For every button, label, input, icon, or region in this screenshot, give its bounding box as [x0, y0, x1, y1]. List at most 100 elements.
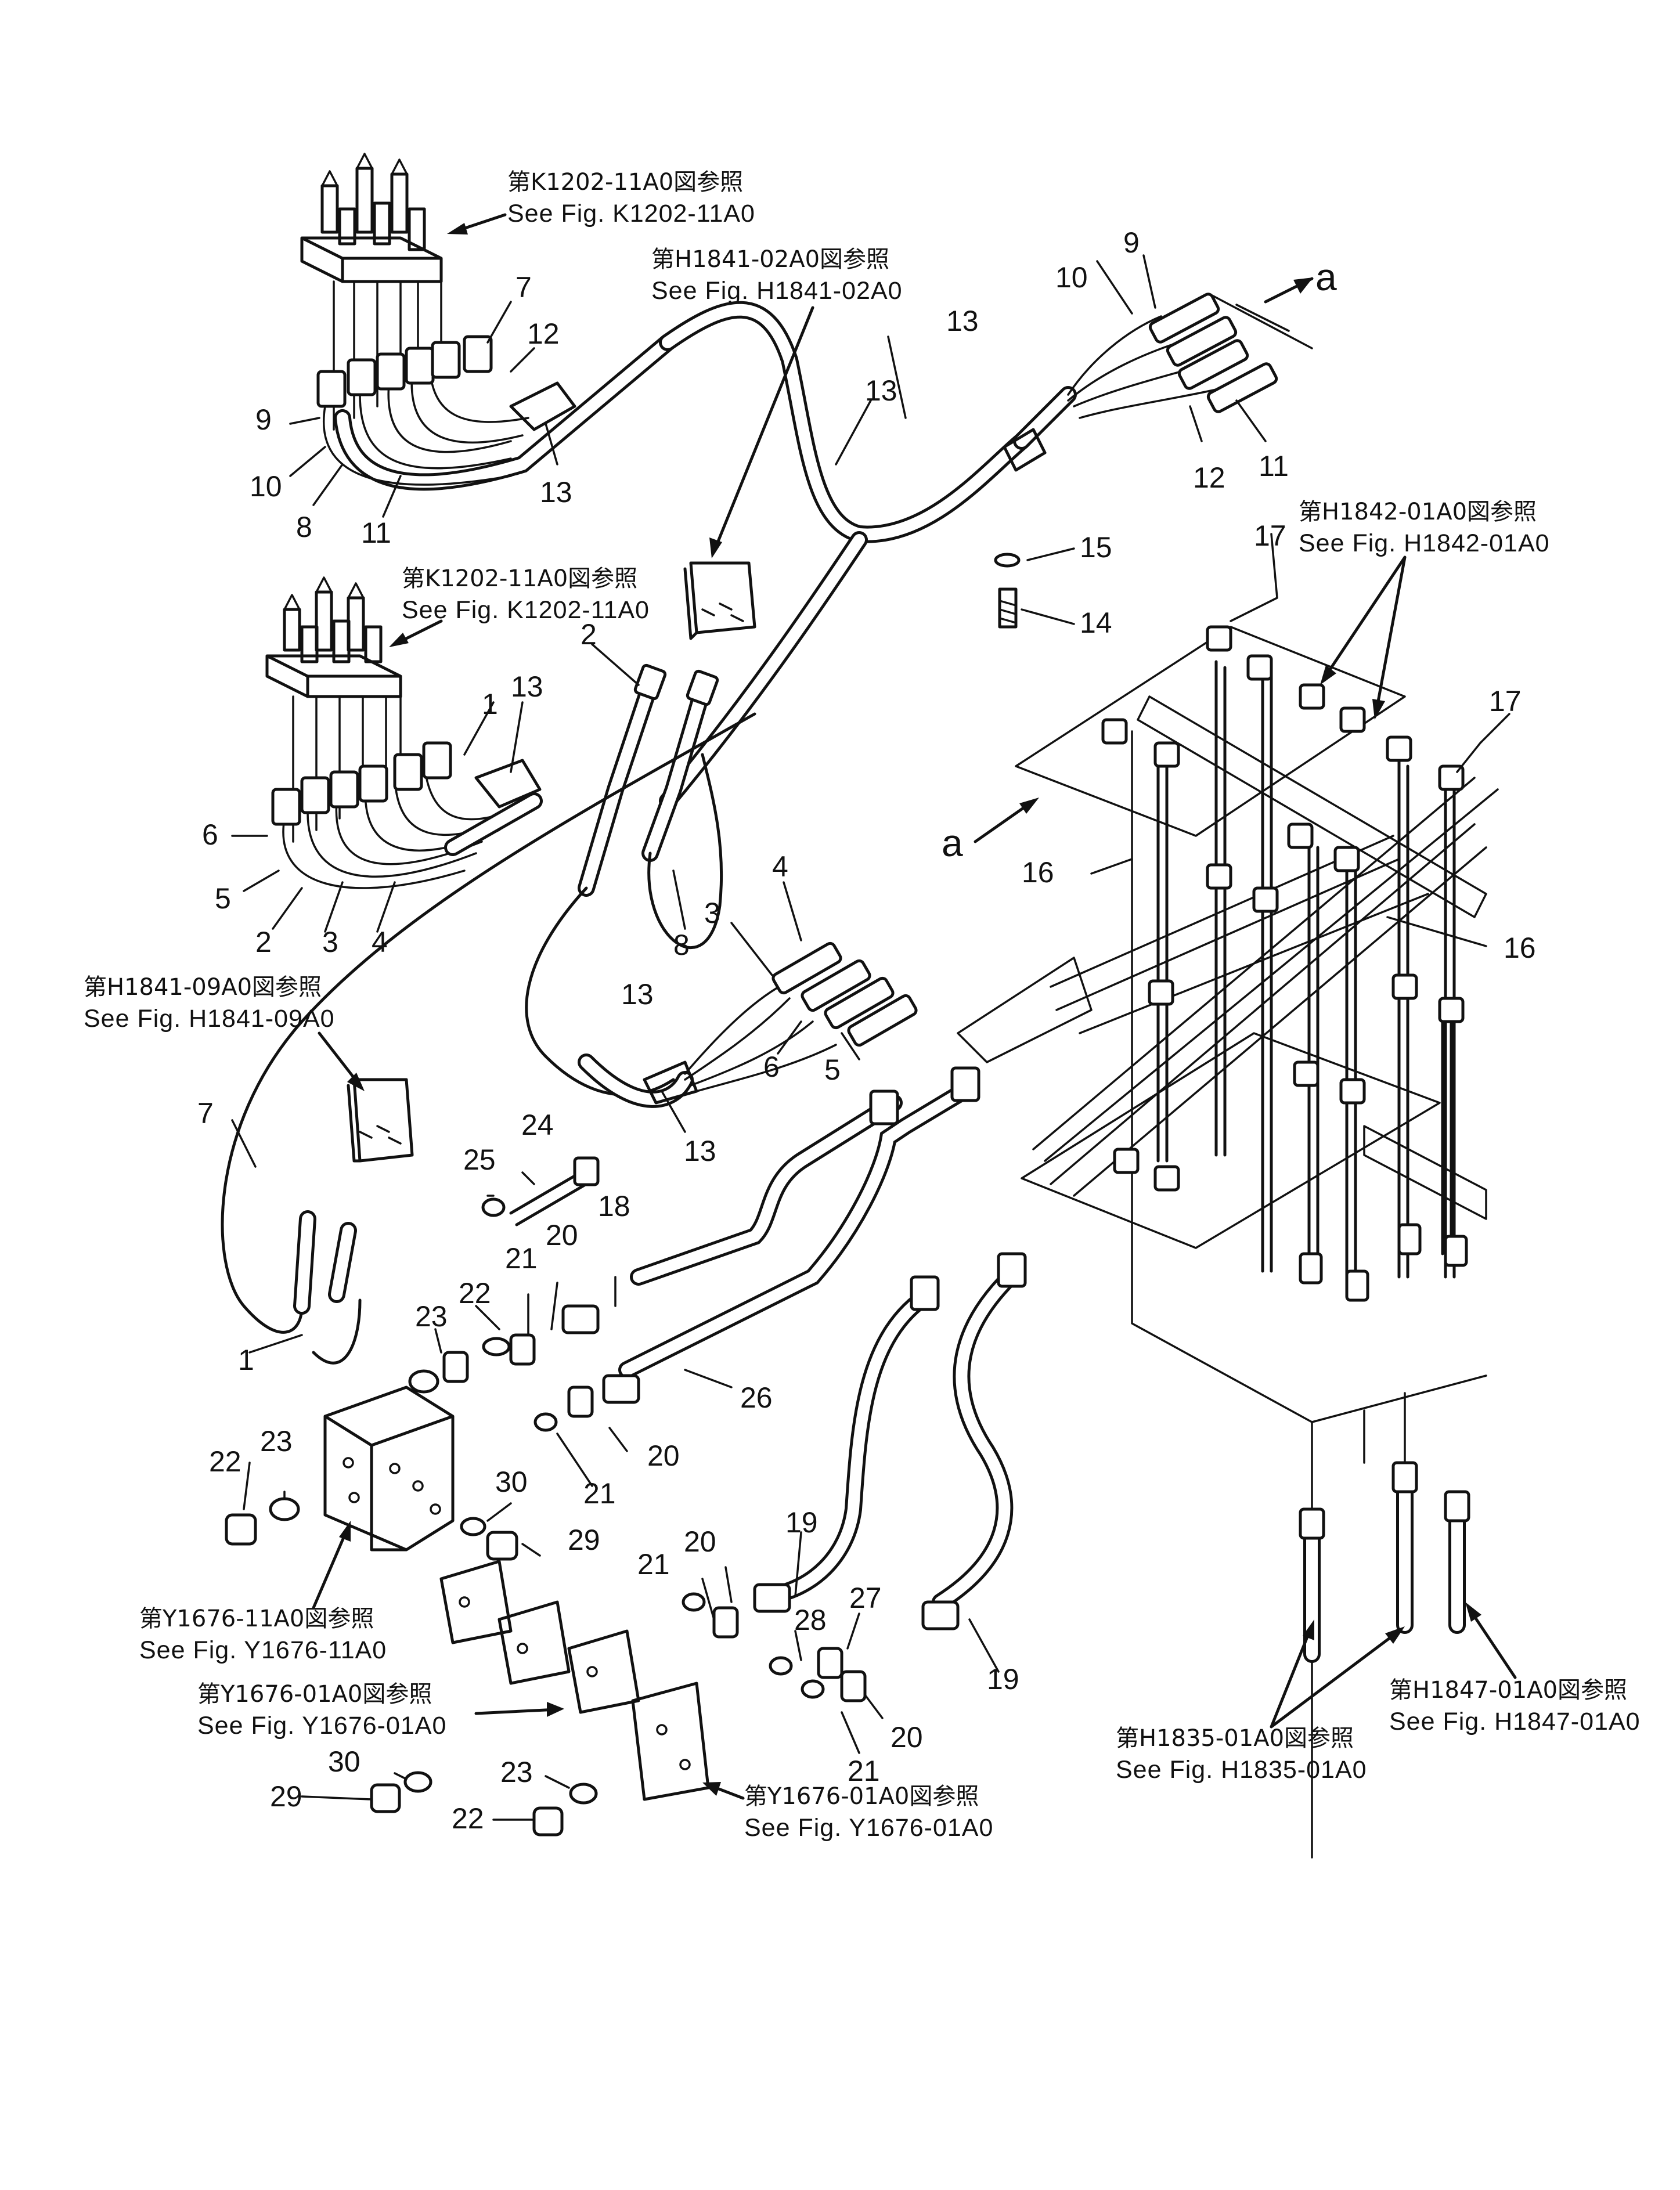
part-21-lower: 21 — [637, 1548, 670, 1581]
hoses-18-19-26 — [561, 1066, 1027, 1630]
part-29-lower: 29 — [270, 1780, 302, 1813]
part-21-mid: 21 — [583, 1477, 616, 1510]
part-14: 14 — [1080, 607, 1112, 639]
ref-en-k1202-lower: See Fig. K1202-11A0 — [402, 596, 650, 624]
part-7-lower: 7 — [197, 1097, 214, 1130]
part-20-lower: 20 — [684, 1525, 716, 1558]
part-23-lower: 23 — [500, 1756, 533, 1788]
part-20-mid: 20 — [647, 1439, 680, 1472]
part-12-upper: 12 — [527, 318, 560, 350]
ref-jp-h1835-01: 第H1835-01A0図参照 — [1116, 1725, 1354, 1752]
part-8-upper: 8 — [296, 511, 312, 543]
y1676-01-manifolds — [370, 1560, 867, 1837]
part-4-left: 4 — [372, 926, 388, 958]
part-17-right: 17 — [1489, 685, 1522, 717]
part-9-upper-right: 9 — [1123, 226, 1140, 259]
part-2-left: 2 — [255, 926, 272, 958]
part-13-lower-center-clamp: 13 — [684, 1135, 716, 1167]
ref-en-h1841-09: See Fig. H1841-09A0 — [84, 1005, 335, 1033]
part-23-upper: 23 — [415, 1300, 448, 1333]
ref-jp-h1847-01: 第H1847-01A0図参照 — [1389, 1677, 1627, 1704]
part-13-upper-right: 13 — [946, 305, 979, 337]
part-24: 24 — [521, 1109, 554, 1141]
lower-pilot-valve — [265, 576, 402, 843]
part-25: 25 — [463, 1143, 496, 1176]
part-2-mid: 2 — [581, 618, 597, 651]
part-13-mid-clamp: 13 — [865, 374, 897, 407]
ref-en-h1842-01: See Fig. H1842-01A0 — [1299, 529, 1550, 557]
small-fittings — [225, 1156, 600, 1561]
ref-en-h1841-02: See Fig. H1841-02A0 — [651, 277, 903, 305]
h1841-02-valve — [683, 561, 756, 640]
part-29-upper: 29 — [568, 1524, 600, 1556]
part-18: 18 — [598, 1190, 630, 1222]
part-16-right: 16 — [1504, 932, 1536, 964]
right-pipe-frame — [957, 625, 1499, 1859]
part-30-lower: 30 — [328, 1745, 360, 1778]
part-5-left: 5 — [215, 882, 231, 915]
part-16-left: 16 — [1022, 856, 1054, 889]
ref-jp-h1841-02: 第H1841-02A0図参照 — [651, 246, 889, 273]
ref-en-h1835-01: See Fig. H1835-01A0 — [1116, 1756, 1367, 1784]
part-10-upper-right: 10 — [1055, 261, 1088, 294]
part-27: 27 — [849, 1582, 882, 1614]
part-17-left: 17 — [1254, 519, 1286, 552]
upper-pilot-valve — [300, 153, 443, 431]
part-13-center-clamp: 13 — [621, 978, 654, 1011]
part-22-upper: 22 — [459, 1277, 491, 1309]
reference-callouts: 第K1202-11A0図参照 See Fig. K1202-11A0 第H184… — [84, 169, 1641, 1842]
ref-jp-y1676-01-b: 第Y1676-01A0図参照 — [744, 1783, 979, 1810]
hoses-2-and-8 — [525, 663, 723, 1096]
part-3-left: 3 — [322, 926, 338, 958]
ref-jp-k1202-upper: 第K1202-11A0図参照 — [507, 169, 743, 196]
part-19-left: 19 — [785, 1506, 818, 1539]
ref-en-k1202-upper: See Fig. K1202-11A0 — [507, 200, 755, 228]
part-11-upper-right: 11 — [1259, 450, 1289, 482]
part-28: 28 — [794, 1604, 827, 1636]
part-20-bottom: 20 — [891, 1721, 923, 1754]
ref-jp-y1676-01-a: 第Y1676-01A0図参照 — [197, 1681, 432, 1708]
part-7-upper: 7 — [515, 271, 532, 304]
part-22-left: 22 — [209, 1445, 241, 1478]
part-6-left: 6 — [202, 818, 218, 851]
part-15: 15 — [1080, 531, 1112, 564]
part-8-mid: 8 — [673, 929, 690, 961]
part-6-center: 6 — [763, 1051, 780, 1083]
h1841-09-valve — [347, 1078, 414, 1163]
part-30-upper: 30 — [495, 1466, 528, 1498]
part-22-lower: 22 — [452, 1802, 484, 1835]
part-12-upper-right: 12 — [1193, 461, 1225, 494]
upper-hose-bundle — [316, 334, 676, 491]
part-21-bottom: 21 — [848, 1755, 880, 1787]
ref-jp-h1841-09: 第H1841-09A0図参照 — [84, 974, 322, 1001]
upper-right-fittings — [994, 277, 1314, 629]
ref-jp-h1842-01: 第H1842-01A0図参照 — [1299, 499, 1537, 525]
part-21-upper: 21 — [505, 1242, 538, 1275]
y1676-11-manifold — [323, 1386, 455, 1552]
part-13-lower-clamp: 13 — [511, 670, 543, 703]
part-9-upper: 9 — [255, 403, 272, 436]
ref-en-h1847-01: See Fig. H1847-01A0 — [1389, 1708, 1641, 1736]
lower-right-hoses — [1299, 1392, 1470, 1663]
part-1-bottom: 1 — [238, 1344, 254, 1376]
part-26: 26 — [740, 1381, 773, 1414]
central-fittings — [578, 941, 918, 1108]
part-11-upper: 11 — [361, 517, 391, 549]
ref-jp-y1676-11: 第Y1676-11A0図参照 — [139, 1605, 374, 1632]
ref-en-y1676-11: See Fig. Y1676-11A0 — [139, 1636, 387, 1664]
part-13-upper-clamp: 13 — [540, 476, 572, 508]
part-23-left: 23 — [260, 1425, 293, 1457]
ref-en-y1676-01-a: See Fig. Y1676-01A0 — [197, 1712, 446, 1740]
long-hoses-7-and-1 — [221, 712, 756, 1365]
ref-jp-k1202-lower: 第K1202-11A0図参照 — [402, 565, 637, 592]
part-19-right: 19 — [987, 1663, 1019, 1695]
main-hose-run-upper — [659, 301, 1030, 810]
part-4-center: 4 — [772, 850, 788, 883]
connection-a-top: a — [1315, 255, 1337, 298]
part-10-upper: 10 — [250, 470, 282, 503]
part-3-center: 3 — [704, 897, 720, 929]
ref-en-y1676-01-b: See Fig. Y1676-01A0 — [744, 1814, 993, 1842]
part-number-labels: 7 12 9 10 8 11 13 13 10 9 13 12 11 15 14… — [197, 226, 1536, 1835]
